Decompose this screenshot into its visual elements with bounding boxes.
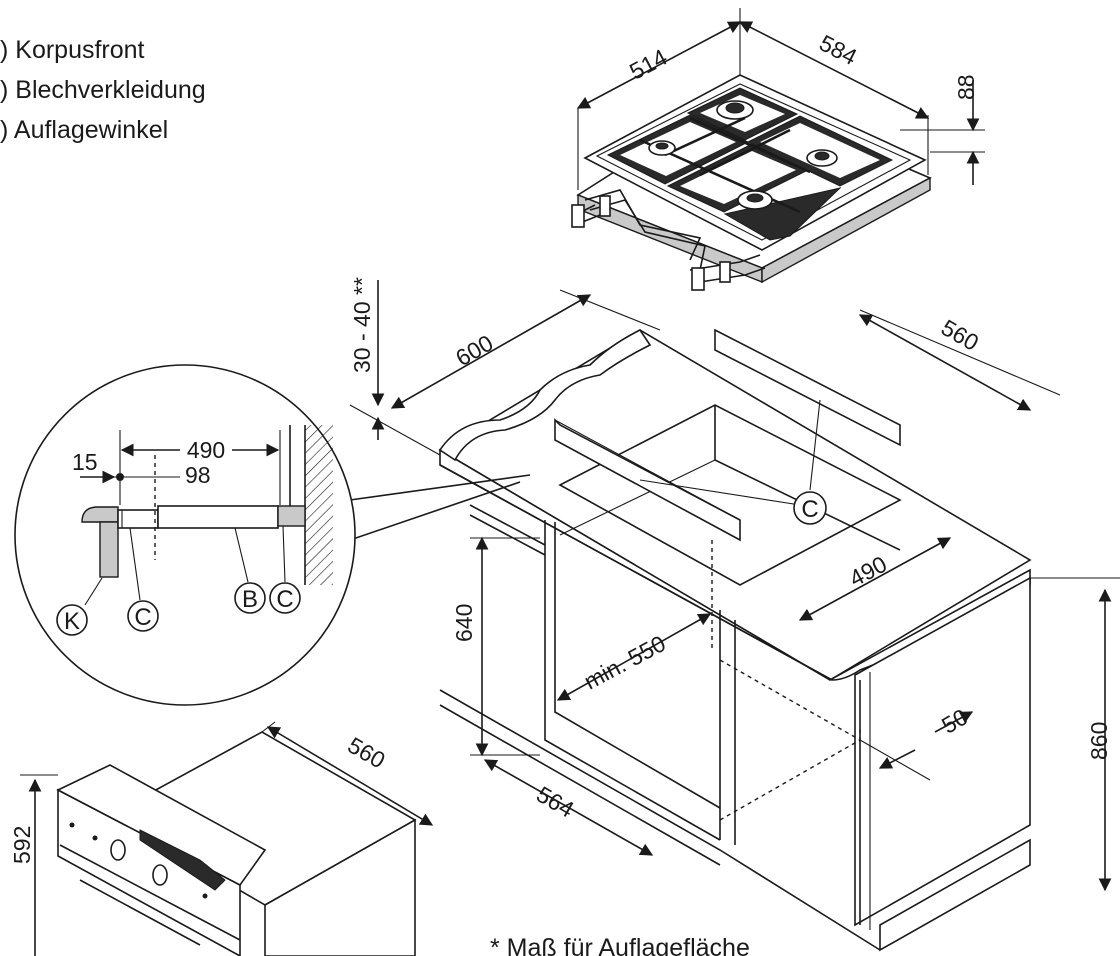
footnote: * Maß für Auflagefläche [490,934,750,956]
cabinet-drawing: C 600 30 - 40 ** 560 490 [349,277,1120,952]
hob-drawing: 514 584 88 [571,8,985,291]
hob-grates [606,87,894,241]
detail-edge-label: 15 [72,449,98,475]
bracket-rear [714,328,901,447]
detail-label-c1: C [134,604,151,631]
legend-item-auflagewinkel: ) Auflagewinkel [0,116,169,144]
niche-height-label: 640 [451,604,477,642]
counter-thickness-label: 30 - 40 ** [349,277,375,373]
detail-label-k: K [64,608,80,635]
oven-drawing: 592 560 [9,721,434,956]
legend-item-korpusfront: ) Korpusfront [0,36,145,64]
hob-gas-pipes [571,189,766,291]
cutout-width-label: 560 [937,314,983,356]
hob-height-label: 88 [953,74,979,100]
niche-depth-label: 564 [532,781,578,823]
detail-span-label: 490 [187,437,225,463]
bracket-front [554,418,741,542]
detail-offset-label: 98 [185,462,211,488]
oven-height-label: 592 [9,826,35,864]
bracket-c-label: C [801,496,818,523]
total-height-label: 860 [1086,722,1112,760]
oven-depth-label: 560 [343,732,389,774]
legend: ) Korpusfront ) Blechverkleidung ) Aufla… [0,30,206,150]
niche-min-width-label: min. 550 [580,630,670,694]
legend-item-blechverkleidung: ) Blechverkleidung [0,76,206,104]
counter-depth-label: 600 [451,330,497,372]
detail-label-b: B [242,586,258,613]
detail-magnifier: 490 15 98 K C B C [14,364,531,706]
detail-label-c2: C [276,586,293,613]
